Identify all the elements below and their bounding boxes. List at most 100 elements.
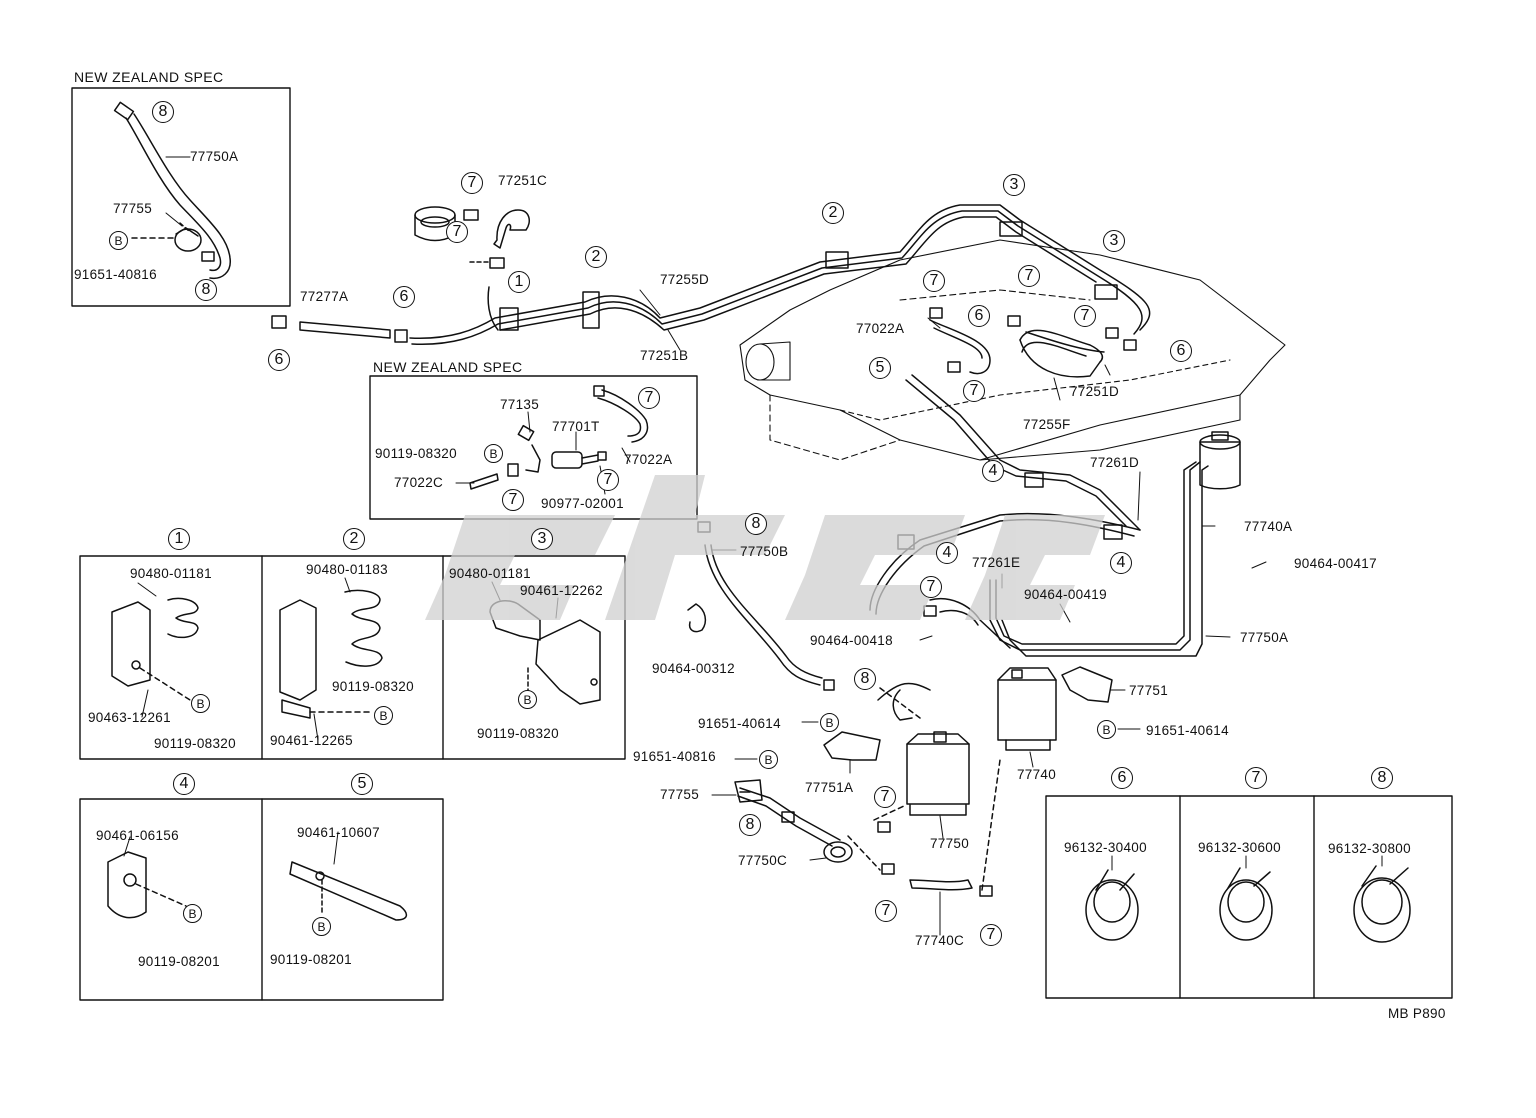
part-90464-00419: 90464-00419: [1024, 587, 1107, 602]
part-77255f: 77255F: [1023, 417, 1071, 432]
box7-part-a: 96132-30600: [1198, 840, 1281, 855]
part-90977-02001: 90977-02001: [541, 496, 624, 511]
box2-part-a: 90480-01183: [306, 562, 388, 577]
marker-7: 7: [461, 172, 483, 194]
part-77701t: 77701T: [552, 419, 600, 434]
marker-8: 8: [195, 279, 217, 301]
marker-7: 7: [920, 576, 942, 598]
tank-hoses: [929, 307, 1137, 378]
leader-lines: [123, 156, 1383, 936]
marker-4: 4: [1110, 552, 1132, 574]
part-90119-08320-nz: 90119-08320: [375, 446, 457, 461]
marker-3: 3: [1103, 230, 1125, 252]
bolt-marker: B: [374, 706, 393, 725]
marker-7: 7: [597, 469, 619, 491]
marker-7: 7: [446, 221, 468, 243]
marker-8: 8: [152, 101, 174, 123]
detail-marker-5: 5: [351, 773, 373, 795]
part-77740a: 77740A: [1244, 519, 1293, 534]
detail-marker-3: 3: [531, 528, 553, 550]
marker-2: 2: [822, 202, 844, 224]
detail-box-drawings: [107, 589, 601, 921]
box3-part-c: 90119-08320: [477, 726, 559, 741]
nz-spec-heading-mid: NEW ZEALAND SPEC: [373, 359, 523, 375]
part-77261e: 77261E: [972, 555, 1021, 570]
marker-7: 7: [980, 924, 1002, 946]
marker-7: 7: [963, 380, 985, 402]
marker-7: 7: [875, 900, 897, 922]
bolt-marker: B: [759, 750, 778, 769]
box2-part-b: 90119-08320: [332, 679, 414, 694]
detail-marker-8: 8: [1371, 767, 1393, 789]
part-77755: 77755: [660, 787, 700, 802]
marker-7: 7: [638, 387, 660, 409]
detail-marker-7: 7: [1245, 767, 1267, 789]
bolt-marker: B: [1097, 720, 1116, 739]
marker-6: 6: [1170, 340, 1192, 362]
box3-part-b: 90461-12262: [520, 583, 603, 598]
part-77135: 77135: [500, 397, 540, 412]
part-77277a: 77277A: [300, 289, 349, 304]
marker-4: 4: [982, 460, 1004, 482]
part-77251b: 77251B: [640, 348, 689, 363]
clamp-drawings: [1085, 865, 1411, 943]
part-77755-nz: 77755: [113, 201, 153, 216]
marker-1: 1: [508, 271, 530, 293]
part-77251c: 77251C: [498, 173, 548, 188]
part-77750a-nz: 77750A: [190, 149, 239, 164]
box1-part-b: 90463-12261: [88, 710, 171, 725]
bolt-marker: B: [820, 713, 839, 732]
part-77751: 77751: [1129, 683, 1169, 698]
box5-part-b: 90119-08201: [270, 952, 352, 967]
marker-7: 7: [502, 489, 524, 511]
part-91651-40614-right: 91651-40614: [1146, 723, 1229, 738]
main-fuel-lines: [409, 204, 1151, 345]
box6-part-a: 96132-30400: [1064, 840, 1147, 855]
nz-filter-drawing: [469, 385, 649, 490]
part-77750a-main: 77750A: [1240, 630, 1289, 645]
detail-marker-1: 1: [168, 528, 190, 550]
box4-part-b: 90119-08201: [138, 954, 220, 969]
part-77740: 77740: [1017, 767, 1057, 782]
part-90464-00312: 90464-00312: [652, 661, 735, 676]
canisters: [823, 431, 1241, 816]
box1-part-a: 90480-01181: [130, 566, 212, 581]
part-90464-00418: 90464-00418: [810, 633, 893, 648]
detail-marker-2: 2: [343, 528, 365, 550]
part-77751a: 77751A: [805, 780, 854, 795]
nz-spec-heading-top: NEW ZEALAND SPEC: [74, 69, 224, 85]
drawing-code: MB P890: [1388, 1006, 1446, 1021]
box3-part-a: 90480-01181: [449, 566, 531, 581]
bolt-marker: B: [484, 444, 503, 463]
vent-hoses: [687, 521, 1001, 897]
box2-part-c: 90461-12265: [270, 733, 353, 748]
fuel-tank-drawing: [739, 239, 1286, 461]
filler-area-drawing: [271, 206, 531, 343]
marker-8: 8: [739, 814, 761, 836]
bolt-marker: B: [191, 694, 210, 713]
part-91651-40614-left: 91651-40614: [698, 716, 781, 731]
part-77022c: 77022C: [394, 475, 444, 490]
bolt-marker: B: [183, 904, 202, 923]
part-90464-00417: 90464-00417: [1294, 556, 1377, 571]
box4-part-a: 90461-06156: [96, 828, 179, 843]
marker-5: 5: [869, 357, 891, 379]
detail-marker-4: 4: [173, 773, 195, 795]
marker-8: 8: [854, 668, 876, 690]
marker-6: 6: [268, 349, 290, 371]
marker-7: 7: [1018, 265, 1040, 287]
part-77255d: 77255D: [660, 272, 710, 287]
bolt-marker: B: [518, 690, 537, 709]
part-91651-40816-nz: 91651-40816: [74, 267, 157, 282]
part-77022a-nz: 77022A: [624, 452, 673, 467]
part-77750: 77750: [930, 836, 970, 851]
part-91651-40816: 91651-40816: [633, 749, 716, 764]
marker-7: 7: [874, 786, 896, 808]
part-77261d: 77261D: [1090, 455, 1140, 470]
marker-3: 3: [1003, 174, 1025, 196]
bolt-marker: B: [109, 231, 128, 250]
marker-8: 8: [745, 513, 767, 535]
detail-marker-6: 6: [1111, 767, 1133, 789]
marker-7: 7: [1074, 305, 1096, 327]
